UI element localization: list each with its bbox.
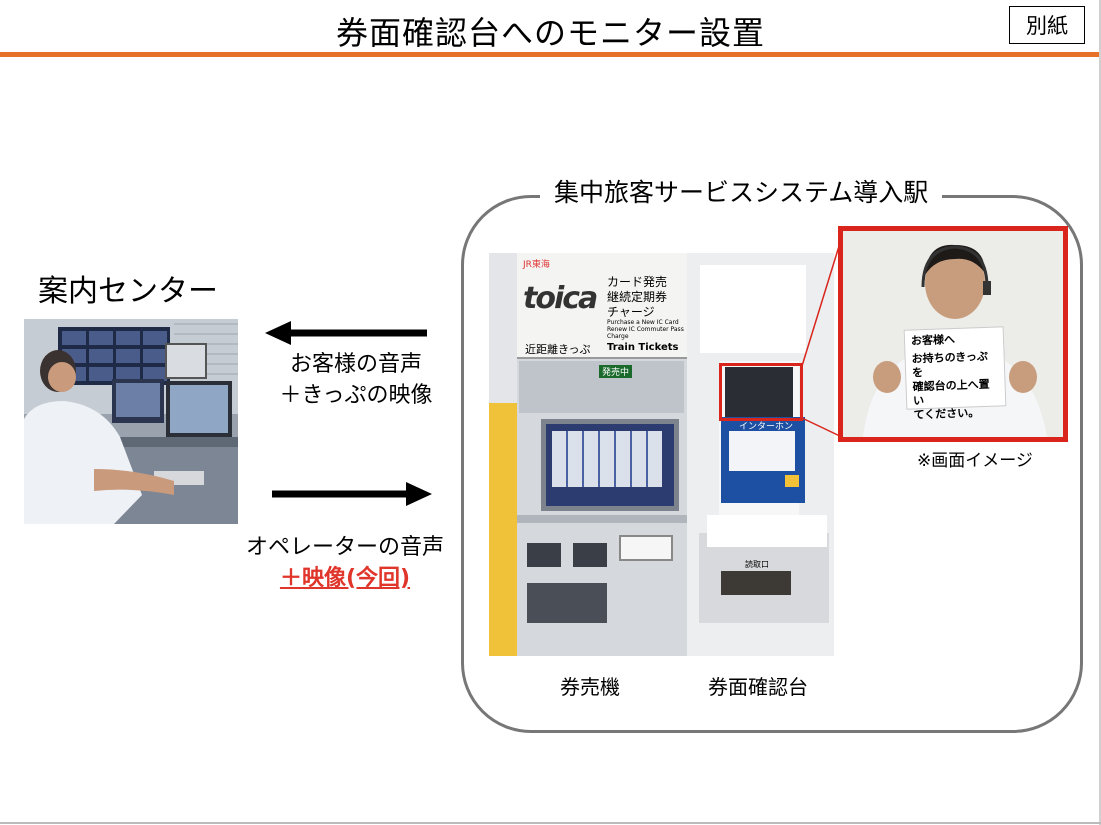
toica-logo: toica bbox=[523, 281, 598, 316]
machine-menu-en-3: Charge bbox=[607, 333, 629, 340]
page-title: 券面確認台へのモニター設置 bbox=[335, 14, 765, 52]
machine-menu-2: 継続定期券 bbox=[607, 290, 668, 304]
station-title: 集中旅客サービスシステム導入駅 bbox=[540, 173, 943, 209]
left-arrow bbox=[265, 321, 427, 345]
attachment-badge: 別紙 bbox=[1009, 6, 1085, 44]
intercom-label: インターホン bbox=[739, 422, 794, 432]
sign-line-3: 確認台の上へ置い bbox=[912, 377, 990, 408]
upstream-label: お客様の音声 ＋きっぷの映像 bbox=[246, 349, 466, 411]
sign-line-1: お客様へ bbox=[910, 332, 956, 348]
page-edge-right bbox=[1099, 0, 1101, 825]
machine-menu-en-2: Renew IC Commuter Pass bbox=[607, 326, 684, 333]
cover-box-top bbox=[700, 265, 806, 353]
page-edge-bottom bbox=[0, 822, 1101, 824]
downstream-label: オペレーターの音声 ＋映像(今回) bbox=[225, 532, 465, 594]
desk-monitor-highlight bbox=[719, 363, 803, 421]
downstream-line-1: オペレーターの音声 bbox=[245, 535, 444, 560]
machine-menu-3: チャージ bbox=[607, 305, 655, 319]
upstream-line-2: ＋きっぷの映像 bbox=[279, 383, 433, 408]
zoom-connector bbox=[801, 229, 845, 439]
sign-line-2: お持ちのきっぷを bbox=[911, 349, 989, 380]
machine-lower-right: Train Tickets bbox=[607, 342, 679, 353]
monitor-image-frame bbox=[838, 226, 1068, 442]
image-note: ※画面イメージ bbox=[917, 451, 1033, 471]
upstream-line-1: お客様の音声 bbox=[289, 352, 422, 377]
machine-menu-1: カード発売 bbox=[607, 275, 668, 289]
desk-caption: 券面確認台 bbox=[708, 675, 808, 699]
machine-status: 発売中 bbox=[599, 365, 633, 378]
downstream-line-2: ＋映像(今回) bbox=[225, 563, 465, 594]
right-arrow bbox=[272, 482, 432, 506]
sign-line-4: てください。 bbox=[913, 406, 980, 422]
machine-menu-en-1: Purchase a New IC Card bbox=[607, 319, 679, 326]
machine-brand: JR東海 bbox=[523, 260, 550, 270]
header-rule bbox=[0, 52, 1101, 57]
info-center-photo bbox=[24, 319, 238, 524]
slot-label: 読取口 bbox=[745, 560, 769, 569]
info-center-label: 案内センター bbox=[38, 274, 218, 309]
machine-lower-left: 近距離きっぷ bbox=[525, 343, 591, 356]
monitor-sign: お客様へ お持ちのきっぷを 確認台の上へ置い てください。 bbox=[903, 326, 1007, 421]
downstream-highlight: ＋映像(今回) bbox=[279, 566, 411, 591]
machine-caption: 券売機 bbox=[560, 675, 620, 699]
cover-box-bottom bbox=[707, 515, 827, 547]
